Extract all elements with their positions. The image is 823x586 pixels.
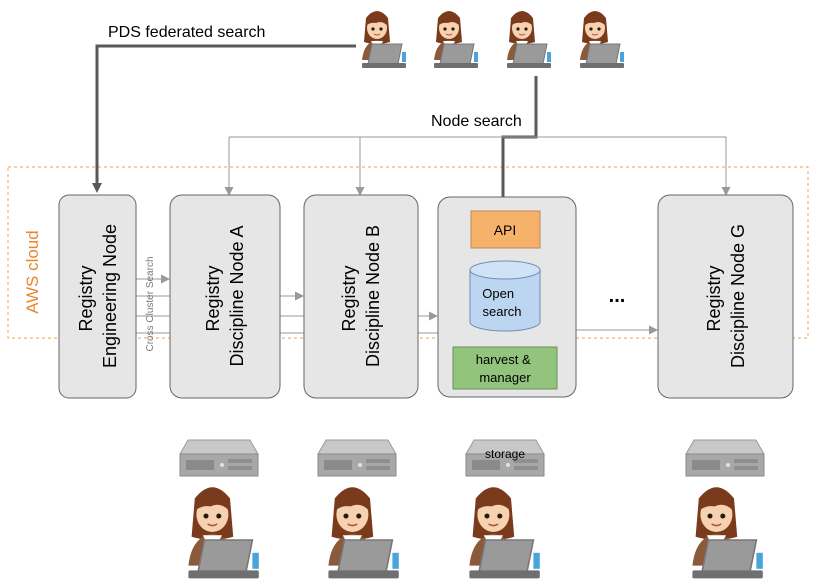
- svg-text:harvest & manager: harvest & manager: [476, 352, 535, 385]
- svg-text:Registry Discipline Node: Registry Discipline Node A: [203, 225, 247, 366]
- server-icon: [317, 439, 397, 477]
- svg-text:Registry Discipline Node: Registry Discipline Node B: [339, 225, 383, 367]
- user-icon: [468, 486, 541, 580]
- storage-label: storage: [485, 447, 525, 461]
- harvest-line2: manager: [479, 370, 531, 385]
- ellipsis-label: ...: [609, 285, 626, 307]
- node-search-main-line: [498, 76, 538, 208]
- engineering-node-line1: Registry: [76, 266, 96, 332]
- user-icon: [187, 486, 260, 580]
- discipline-node-b-line1: Registry: [339, 266, 359, 332]
- user-icon: [327, 486, 400, 580]
- harvest-line1: harvest &: [476, 352, 531, 367]
- api-box: [470, 210, 541, 249]
- cross-cluster-connectors: [136, 274, 658, 335]
- user-icon: [361, 10, 407, 69]
- discipline-node-b-line2: Discipline Node B: [363, 225, 383, 367]
- server-icon: [685, 439, 765, 477]
- discipline-node-a-line2: Discipline Node A: [227, 225, 247, 366]
- svg-text:Registry Discipline Node: Registry Discipline Node G: [704, 224, 748, 368]
- discipline-node-g-line1: Registry: [704, 266, 724, 332]
- opensearch-cylinder: Open search: [469, 260, 541, 332]
- discipline-node-g-line2: Discipline Node G: [728, 224, 748, 368]
- user-icon: [579, 10, 625, 69]
- discipline-node-b: Registry Discipline Node B: [303, 194, 419, 399]
- user-icon: [506, 10, 552, 69]
- api-label: API: [494, 222, 517, 238]
- harvest-box: [452, 346, 558, 390]
- discipline-node-g: Registry Discipline Node G: [657, 194, 794, 399]
- user-icon: [691, 486, 764, 580]
- engineering-node: Registry Engineering Node: [58, 194, 137, 399]
- discipline-node-a: Registry Discipline Node A: [169, 194, 281, 399]
- opensearch-line2: search: [482, 304, 521, 319]
- federated-search-arrow: [92, 44, 356, 193]
- bottom-users: [187, 486, 764, 580]
- top-users: [361, 10, 625, 69]
- node-search-label: Node search: [431, 113, 522, 130]
- expanded-node: API Open search harvest & manager: [437, 196, 577, 398]
- federated-search-label: PDS federated search: [108, 24, 265, 41]
- svg-text:Registry Engineering Nod: Registry Engineering Node: [76, 224, 120, 368]
- svg-text:Open search: Open search: [482, 286, 521, 319]
- cross-cluster-label: Cross Cluster Search: [145, 256, 156, 351]
- discipline-node-a-line1: Registry: [203, 266, 223, 332]
- servers: [179, 439, 765, 477]
- engineering-node-line2: Engineering Node: [100, 224, 120, 368]
- server-icon: [179, 439, 259, 477]
- aws-cloud-label: AWS cloud: [23, 230, 42, 313]
- user-icon: [433, 10, 479, 69]
- opensearch-line1: Open: [482, 286, 514, 301]
